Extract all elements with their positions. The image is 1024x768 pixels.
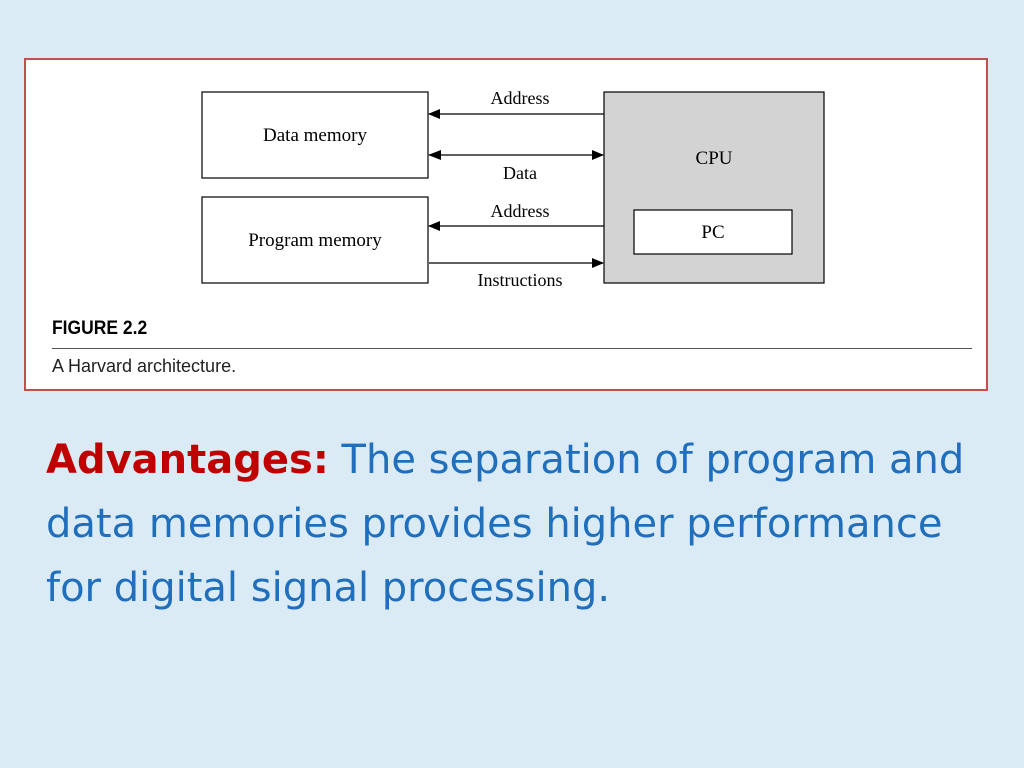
- program-memory-box: [201, 196, 429, 284]
- figure-number: FIGURE 2.2: [52, 318, 148, 339]
- address-bottom-label: Address: [491, 201, 550, 221]
- data-memory-box: [201, 91, 429, 179]
- cpu-label: CPU: [696, 148, 733, 169]
- pc-label: PC: [701, 222, 724, 243]
- advantages-label: Advantages:: [46, 437, 329, 483]
- caption-divider: [52, 348, 972, 349]
- harvard-architecture-diagram: Data memory Program memory CPU PC Addres…: [201, 88, 825, 290]
- advantages-paragraph: Advantages: The separation of program an…: [46, 428, 986, 620]
- pc-box: [633, 209, 793, 255]
- data-memory-label: Data memory: [263, 125, 367, 146]
- figure-caption: A Harvard architecture.: [52, 356, 237, 376]
- program-memory-label: Program memory: [248, 230, 382, 251]
- address-top-label: Address: [491, 88, 550, 108]
- data-label: Data: [503, 163, 537, 183]
- figure-panel: Data memory Program memory CPU PC Addres…: [24, 58, 988, 391]
- advantages-text: The separation of program and data memor…: [46, 437, 965, 611]
- instructions-label: Instructions: [478, 270, 563, 290]
- data-arrowhead-left: [428, 150, 441, 160]
